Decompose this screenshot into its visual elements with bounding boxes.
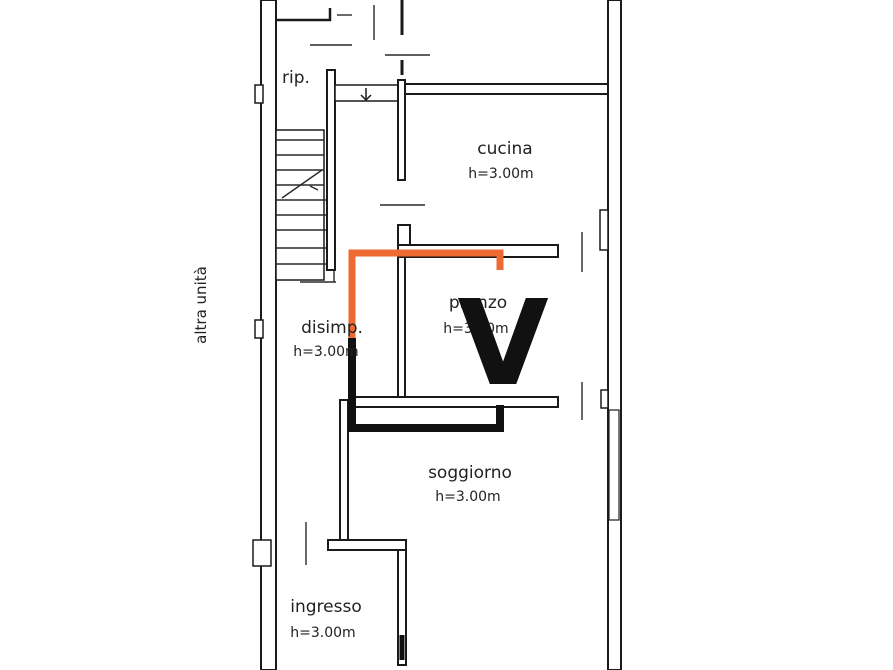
room-height-pranzo: h=3.00m [443,321,508,337]
highlight-black [348,338,504,660]
highlight-orange [348,249,504,338]
room-label-disimp: disimp. [301,318,363,338]
logo-v-icon: V [457,274,548,412]
room-height-disimp: h=3.00m [293,344,358,360]
room-label-rip: rip. [282,68,310,88]
rip-walls [326,69,401,271]
cucina-walls [380,79,609,206]
side-label-altra-unita: altra unità [192,266,210,344]
room-label-pranzo: pranzo [449,293,507,313]
room-height-cucina: h=3.00m [468,166,533,182]
room-height-soggiorno: h=3.00m [435,489,500,505]
ingresso-walls [305,399,407,666]
staircase [275,129,336,283]
top-area [276,0,430,75]
room-height-ingresso: h=3.00m [290,625,355,641]
room-label-soggiorno: soggiorno [428,463,512,483]
stair-arrow-icon [360,88,372,102]
outer-walls [252,0,622,670]
room-label-ingresso: ingresso [290,597,361,617]
room-label-cucina: cucina [477,139,532,159]
